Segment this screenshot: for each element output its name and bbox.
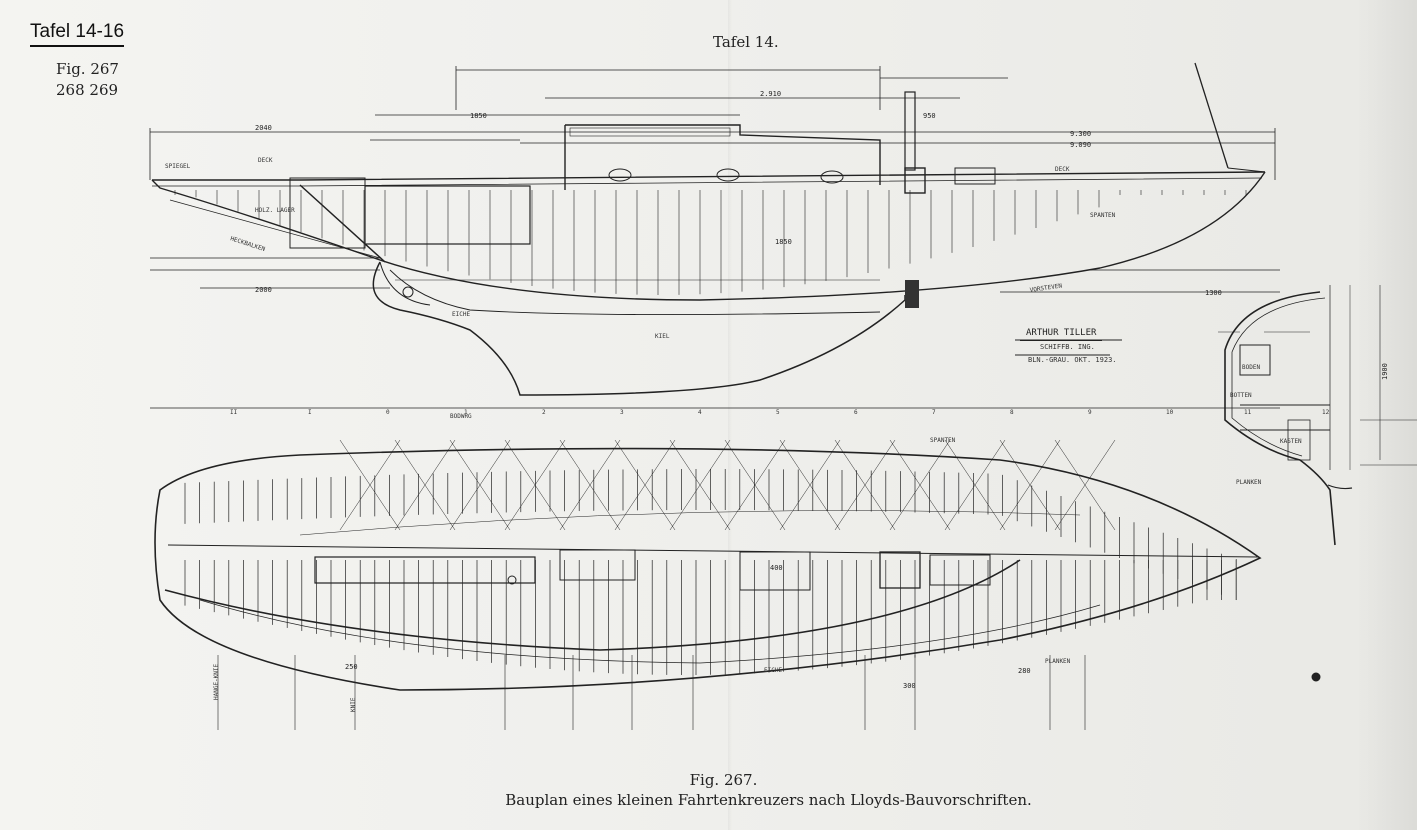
figure-ref-2: 268 269 bbox=[56, 81, 119, 99]
note-spanten-plan: SPANTEN bbox=[930, 437, 956, 444]
signature-line-3: BLN.-GRAU. OKT. 1923. bbox=[1028, 356, 1117, 364]
plan-diagonal bbox=[944, 439, 1006, 531]
plan-diagonal bbox=[1054, 439, 1116, 531]
plan-frames bbox=[184, 469, 1237, 675]
plan-diagonals bbox=[339, 439, 1116, 531]
plan-diagonal bbox=[724, 439, 786, 531]
station-number: 12 bbox=[1322, 409, 1330, 416]
note-eiche: EICHE bbox=[452, 311, 470, 318]
note-planken: PLANKEN bbox=[1045, 658, 1071, 665]
station-number: 9 bbox=[1088, 409, 1092, 416]
plan-annotations: BODWRG SPANTEN PLANKEN HANGE-KNIE KNIE E… bbox=[213, 413, 1071, 712]
station-number: 11 bbox=[1244, 409, 1252, 416]
note-deck-fwd: DECK bbox=[1055, 166, 1070, 173]
station-number: 1 bbox=[464, 409, 468, 416]
midship-section bbox=[1218, 285, 1417, 546]
note-eiche-plan: EICHE bbox=[764, 667, 782, 674]
designer-signature: ARTHUR TILLER bbox=[1020, 326, 1103, 341]
plan-diagonal bbox=[889, 439, 951, 531]
dim-j: 280 bbox=[1018, 667, 1031, 675]
note-holz-lager: HOLZ. LAGER bbox=[255, 207, 295, 214]
page-fold bbox=[728, 0, 732, 830]
dim-a: 2040 bbox=[255, 124, 272, 132]
page-edge-shadow bbox=[1357, 0, 1417, 830]
dim-i: 300 bbox=[903, 682, 916, 690]
dim-k: 250 bbox=[345, 663, 358, 671]
plate-label: Tafel 14-16 bbox=[30, 21, 125, 47]
station-number: 0 bbox=[386, 409, 390, 416]
plan-diagonal bbox=[834, 439, 896, 531]
dim-e: 1300 bbox=[1205, 289, 1222, 297]
figure-caption: Bauplan eines kleinen Fahrtenkreuzers na… bbox=[505, 791, 1032, 809]
note-bodwrg: BODWRG bbox=[450, 413, 472, 420]
profile-frames bbox=[174, 190, 1247, 295]
tafel-title: Tafel 14. bbox=[713, 33, 779, 51]
dim-g: 950 bbox=[923, 112, 936, 120]
station-number: 4 bbox=[698, 409, 702, 416]
station-number: 5 bbox=[776, 409, 780, 416]
note-planken-section: PLANKEN bbox=[1236, 479, 1262, 486]
dim-c: 1850 bbox=[775, 238, 792, 246]
plan-diagonal bbox=[394, 439, 456, 531]
plan-diagonal bbox=[504, 439, 566, 531]
hull-plan bbox=[154, 447, 1321, 691]
plan-diagonal bbox=[669, 439, 731, 531]
plan-diagonal bbox=[614, 439, 676, 531]
station-number: I bbox=[308, 409, 312, 416]
figure-number: Fig. 267. bbox=[689, 771, 758, 789]
dim-waterline: 9.090 bbox=[1070, 141, 1091, 149]
dimension-labels: 9.300 9.090 2.910 2040 1850 1850 2000 13… bbox=[255, 90, 1389, 690]
note-spanten: SPANTEN bbox=[1090, 212, 1116, 219]
hull-profile bbox=[151, 62, 1266, 396]
plan-diagonal bbox=[559, 439, 621, 531]
station-number: 2 bbox=[542, 409, 546, 416]
dim-d: 2000 bbox=[255, 286, 272, 294]
dim-f: 1900 bbox=[1381, 363, 1389, 380]
note-boden: BODEN bbox=[1242, 364, 1260, 371]
station-number: 10 bbox=[1166, 409, 1174, 416]
dim-b: 1850 bbox=[470, 112, 487, 120]
note-vorsteven: VORSTEVEN bbox=[1029, 282, 1063, 294]
station-number: 8 bbox=[1010, 409, 1014, 416]
station-number: 7 bbox=[932, 409, 936, 416]
top-dimension-lines bbox=[149, 66, 1280, 293]
dim-h: 400 bbox=[770, 564, 783, 572]
dim-main: 2.910 bbox=[760, 90, 781, 98]
plan-diagonal bbox=[779, 439, 841, 531]
note-kiel: KIEL bbox=[655, 333, 670, 340]
note-spiegel: SPIEGEL bbox=[165, 163, 191, 170]
plan-diagonal bbox=[339, 439, 401, 531]
note-deck-aft: DECK bbox=[258, 157, 273, 164]
plan-dimension-ticks bbox=[217, 655, 1086, 730]
signature-line-2: SCHIFFB. ING. bbox=[1040, 343, 1095, 351]
station-number: II bbox=[230, 409, 238, 416]
station-number: 6 bbox=[854, 409, 858, 416]
note-heckbalken: HECKBALKEN bbox=[229, 235, 266, 253]
note-kasten: KASTEN bbox=[1280, 438, 1302, 445]
station-number: 3 bbox=[620, 409, 624, 416]
dim-length-overall: 9.300 bbox=[1070, 130, 1091, 138]
note-knie: KNIE bbox=[350, 697, 357, 712]
plan-diagonal bbox=[449, 439, 511, 531]
note-hange-knie-1: HANGE-KNIE bbox=[213, 663, 220, 700]
figure-ref-1: Fig. 267 bbox=[56, 60, 119, 78]
note-botten: BOTTEN bbox=[1230, 392, 1252, 399]
plan-diagonal bbox=[999, 439, 1061, 531]
section-annotations: BODEN BOTTEN KASTEN PLANKEN bbox=[1230, 364, 1302, 486]
